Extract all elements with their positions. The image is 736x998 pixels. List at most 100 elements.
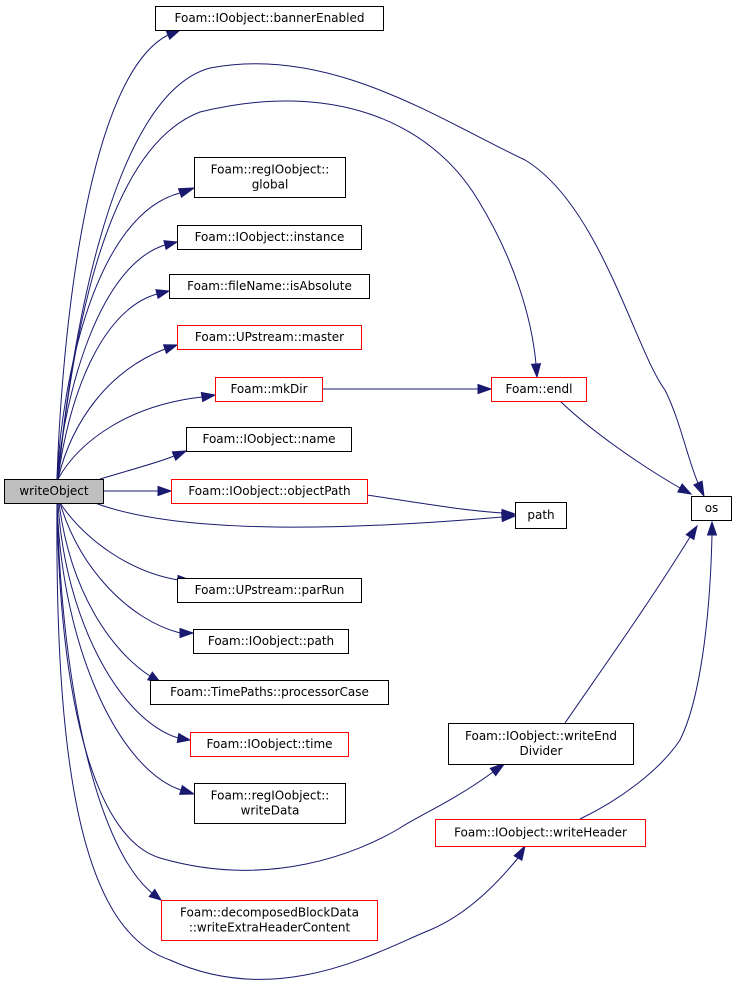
node-box — [448, 723, 634, 765]
node-label: Foam::IOobject::name — [202, 432, 335, 446]
node-box — [161, 900, 378, 941]
edge-line — [56, 502, 494, 871]
edge-line — [58, 502, 151, 677]
edge-writeObject-to-name — [99, 450, 188, 480]
node-endl[interactable]: Foam::endl — [491, 377, 587, 402]
node-master[interactable]: Foam::UPstream::master — [177, 325, 362, 350]
node-box — [194, 157, 346, 198]
node-box — [515, 502, 567, 529]
edge-line — [57, 502, 179, 739]
node-box — [169, 274, 370, 299]
node-label: writeData — [241, 804, 300, 818]
arrow-head-icon — [157, 485, 173, 497]
node-bannerEnabled[interactable]: Foam::IOobject::bannerEnabled — [155, 6, 384, 31]
edge-writeObject-to-bannerEnabled — [56, 29, 182, 480]
arrow-head-icon — [165, 29, 182, 40]
node-box — [194, 783, 346, 824]
edge-writeObject-to-mkDir — [57, 391, 217, 480]
edge-line — [57, 348, 166, 480]
node-time[interactable]: Foam::IOobject::time — [190, 732, 349, 757]
node-label: Foam::regIOobject:: — [211, 789, 330, 803]
node-instance[interactable]: Foam::IOobject::instance — [177, 225, 362, 250]
node-label: Foam::endl — [506, 382, 573, 396]
nodes-layer: writeObject Foam::IOobject::bannerEnabled… — [4, 6, 732, 941]
node-label: Foam::UPstream::master — [195, 330, 344, 344]
arrow-head-icon — [693, 480, 705, 498]
edge-writeObject-to-objectPath — [103, 485, 173, 497]
edge-line — [94, 502, 503, 528]
arrow-head-icon — [162, 344, 179, 355]
edge-line — [564, 536, 691, 724]
arrow-head-icon — [177, 187, 196, 199]
edge-writeObject-to-writeExtraHeaderContent — [56, 502, 163, 901]
node-label: global — [252, 178, 289, 192]
node-box — [171, 479, 368, 504]
arrow-head-icon — [178, 784, 196, 795]
arrow-head-icon — [477, 383, 493, 395]
node-label: writeObject — [19, 484, 89, 498]
node-os[interactable]: os — [691, 496, 732, 521]
edge-writeObject-to-writeHeader — [56, 502, 526, 980]
node-label: Foam::regIOobject:: — [211, 163, 330, 177]
node-mkDir[interactable]: Foam::mkDir — [215, 377, 323, 402]
arrow-head-icon — [176, 732, 192, 744]
node-processorCase[interactable]: Foam::TimePaths::processorCase — [150, 680, 389, 705]
edge-line — [366, 494, 503, 514]
edge-writeObject-to-instance — [56, 240, 179, 480]
node-label: Foam::fileName::isAbsolute — [187, 279, 352, 293]
node-label: os — [705, 501, 719, 515]
edge-line — [579, 534, 713, 820]
arrow-head-icon — [530, 363, 542, 379]
edge-line — [56, 244, 166, 480]
arrow-head-icon — [501, 508, 517, 520]
edge-objectPath-to-path — [366, 494, 517, 520]
node-global[interactable]: Foam::regIOobject::global — [194, 157, 346, 198]
node-writeExtraHeaderContent[interactable]: Foam::decomposedBlockData::writeExtraHea… — [161, 900, 378, 941]
edge-writeObject-to-endl — [57, 100, 542, 480]
edge-line — [56, 502, 153, 894]
arrow-head-icon — [513, 844, 526, 862]
arrow-head-icon — [489, 761, 507, 777]
node-parRun[interactable]: Foam::UPstream::parRun — [177, 578, 362, 603]
edge-writeObject-to-isAbsolute — [57, 289, 171, 480]
arrow-head-icon — [677, 483, 693, 495]
arrow-head-icon — [706, 520, 718, 536]
node-isAbsolute[interactable]: Foam::fileName::isAbsolute — [169, 274, 370, 299]
node-box — [215, 377, 323, 402]
edge-line — [59, 502, 181, 634]
edge-writeObject-to-time — [57, 502, 192, 744]
edge-writeObject-to-iopath — [59, 502, 195, 639]
arrow-head-icon — [163, 240, 179, 251]
node-box — [193, 629, 349, 654]
node-box — [491, 377, 587, 402]
node-box — [435, 819, 646, 847]
edge-writeObject-to-os — [57, 63, 705, 498]
node-box — [177, 225, 362, 250]
edge-line — [56, 34, 169, 480]
node-label: Foam::IOobject::time — [206, 737, 332, 751]
arrow-head-icon — [148, 888, 163, 901]
edge-writeObject-to-parRun — [59, 502, 192, 586]
edge-line — [56, 192, 181, 480]
node-writeHeader[interactable]: Foam::IOobject::writeHeader — [435, 819, 646, 847]
node-box — [177, 578, 362, 603]
node-name[interactable]: Foam::IOobject::name — [186, 427, 352, 452]
node-label: Foam::IOobject::writeEnd — [465, 729, 617, 743]
edge-writeEndDivider-to-os — [564, 524, 698, 724]
edge-line — [56, 502, 182, 791]
node-iopath[interactable]: Foam::IOobject::path — [193, 629, 349, 654]
node-writeObject[interactable]: writeObject — [4, 479, 104, 504]
node-box — [186, 427, 352, 452]
edge-writeObject-to-writeEndDivider — [56, 502, 507, 871]
edge-line — [559, 400, 681, 489]
node-path[interactable]: path — [515, 502, 567, 529]
node-writeData[interactable]: Foam::regIOobject::writeData — [194, 783, 346, 824]
node-objectPath[interactable]: Foam::IOobject::objectPath — [171, 479, 368, 504]
edge-line — [57, 293, 158, 480]
edge-mkDir-to-endl — [322, 383, 493, 395]
arrow-head-icon — [685, 524, 698, 541]
arrow-head-icon — [200, 391, 217, 403]
node-box — [691, 496, 732, 521]
node-label: Foam::IOobject::path — [208, 634, 334, 648]
